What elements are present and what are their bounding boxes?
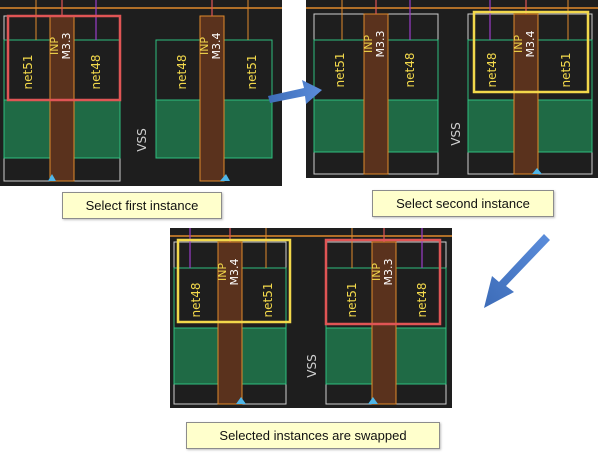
selection-box-yellow[interactable] — [472, 10, 590, 94]
right-cell: net51 INP M3.3 net48 — [325, 228, 447, 405]
layout-panel-3: net48 INP M3.4 net51 VSS net51 INP M3.3 … — [170, 228, 452, 408]
gate-net-label: INP — [198, 37, 211, 55]
gate-net-label: INP — [370, 263, 383, 281]
net-label-left: net51 — [345, 283, 359, 318]
gate-net-label: INP — [512, 35, 525, 53]
left-cell: net51 INP M3.3 net48 — [3, 0, 121, 182]
selection-box-yellow[interactable] — [176, 238, 292, 324]
left-cell: net48 INP M3.4 net51 — [173, 228, 287, 405]
right-arrow-icon — [268, 80, 322, 104]
left-cell: net51 INP M3.3 net48 — [313, 0, 439, 175]
net-label-left: net51 — [21, 55, 35, 90]
pin-marker-icon — [236, 397, 246, 404]
net-label-left: net48 — [189, 283, 203, 318]
pin-marker-icon — [48, 174, 56, 181]
layout-canvas-1: net51 INP M3.3 net48 net48 INP M3.4 net5… — [0, 0, 282, 182]
net-label-right: net51 — [245, 55, 259, 90]
pin-marker-icon — [532, 168, 542, 174]
pin-marker-icon — [368, 397, 378, 404]
gate-net-label: INP — [362, 35, 375, 53]
pin-marker-icon — [220, 174, 230, 181]
instance-label: M3.4 — [228, 259, 241, 286]
net-label-left: net51 — [333, 53, 347, 88]
layout-panel-1: net51 INP M3.3 net48 net48 INP M3.4 net5… — [0, 0, 282, 186]
gate-net-label: INP — [48, 37, 61, 55]
gate-net-label: INP — [216, 263, 229, 281]
supply-label: VSS — [135, 128, 149, 151]
instance-label: M3.3 — [374, 31, 387, 58]
supply-label: VSS — [449, 122, 463, 145]
instance-label: M3.4 — [210, 33, 223, 60]
down-left-arrow-icon — [484, 234, 550, 308]
instance-label: M3.3 — [382, 259, 395, 286]
layout-panel-2: net51 INP M3.3 net48 VSS net48 INP M3.4 … — [306, 0, 598, 178]
instance-label: M3.3 — [60, 33, 73, 60]
selection-box-red[interactable] — [324, 238, 442, 326]
caption-step-1: Select first instance — [62, 192, 222, 219]
net-label-left: net48 — [175, 55, 189, 90]
net-label-right: net48 — [403, 53, 417, 88]
caption-step-3: Selected instances are swapped — [186, 422, 440, 449]
selection-box-red[interactable] — [6, 14, 122, 102]
layout-canvas-3: net48 INP M3.4 net51 VSS net51 INP M3.3 … — [170, 228, 452, 405]
net-label-right: net51 — [261, 283, 275, 318]
right-cell: net48 INP M3.4 net51 — [155, 0, 273, 182]
layout-canvas-2: net51 INP M3.3 net48 VSS net48 INP M3.4 … — [306, 0, 598, 175]
right-cell: net48 INP M3.4 net51 — [467, 0, 593, 175]
net-label-right: net48 — [415, 283, 429, 318]
net-label-right: net51 — [559, 53, 573, 88]
caption-step-2: Select second instance — [372, 190, 554, 217]
net-label-left: net48 — [485, 53, 499, 88]
net-label-right: net48 — [89, 55, 103, 90]
supply-label: VSS — [305, 354, 319, 377]
instance-label: M3.4 — [524, 31, 537, 58]
